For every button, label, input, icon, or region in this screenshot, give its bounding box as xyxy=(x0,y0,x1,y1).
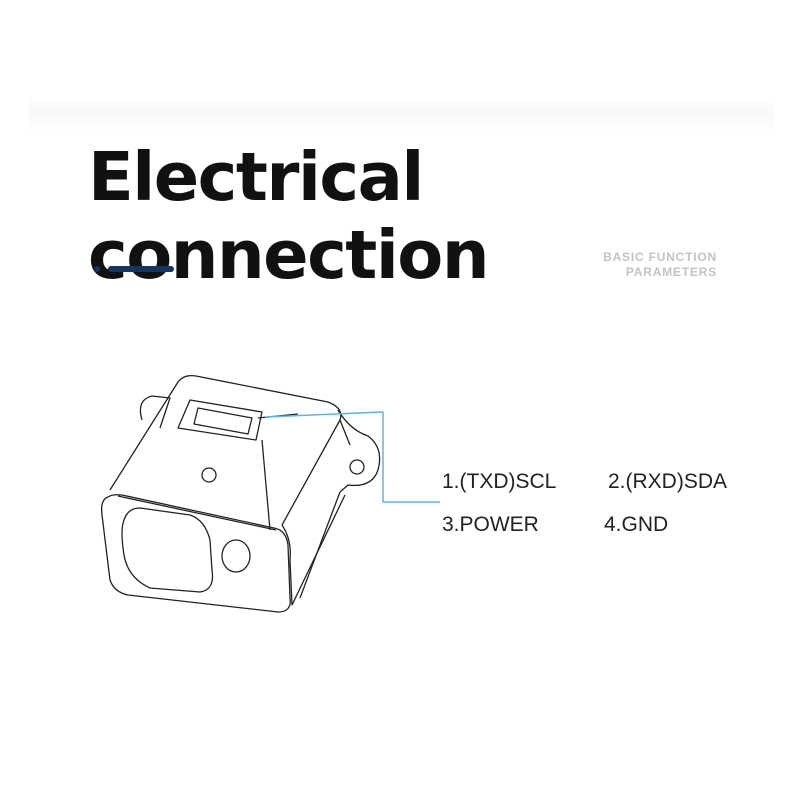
right-mount-ear xyxy=(337,409,381,493)
subtitle-line-2: PARAMETERS xyxy=(625,265,717,279)
left-mount-ear xyxy=(139,395,171,429)
subtitle-line-1: BASIC FUNCTION xyxy=(603,250,717,264)
header-band xyxy=(28,96,774,132)
top-face xyxy=(109,374,342,526)
mount-hole xyxy=(349,459,365,475)
pin-4-label: 4.GND xyxy=(604,513,669,536)
lens-window xyxy=(121,507,214,593)
section-subtitle: BASIC FUNCTION PARAMETERS xyxy=(603,250,717,280)
screw-icon xyxy=(201,467,217,483)
pin-3-label: 3.POWER xyxy=(442,513,539,536)
pin-2-label: 2.(RXD)SDA xyxy=(608,470,728,493)
front-face xyxy=(100,494,291,613)
page-title: Electrical connection xyxy=(88,138,490,294)
accent-bar xyxy=(108,266,174,272)
pin-1-label: 1.(TXD)SCL xyxy=(442,470,557,493)
connector-port xyxy=(177,399,263,441)
sensor-lens xyxy=(221,539,251,573)
callout-line xyxy=(264,411,440,503)
accent-dot xyxy=(94,266,100,272)
